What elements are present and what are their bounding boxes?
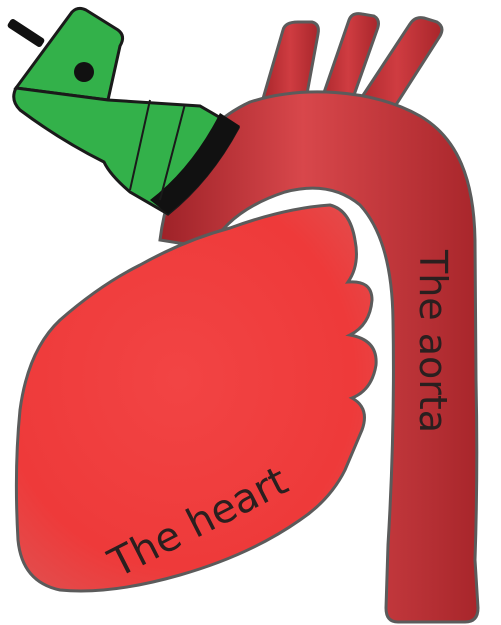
aorta-label: The aorta [411,249,455,433]
probe-button [74,62,94,82]
probe-cable [7,18,46,48]
probe-handle [16,8,123,100]
